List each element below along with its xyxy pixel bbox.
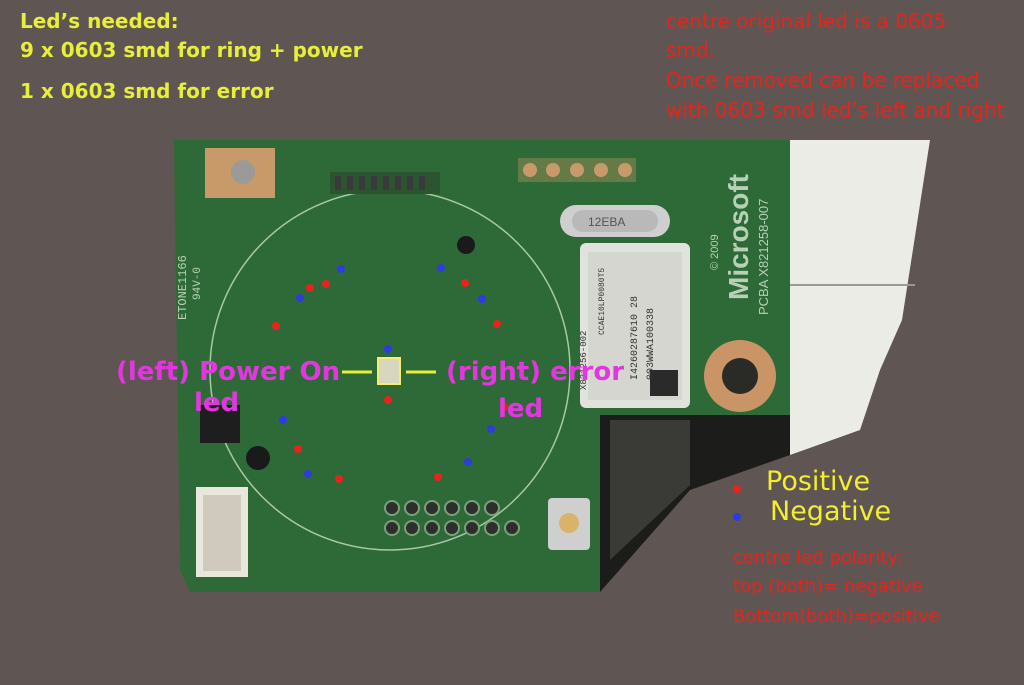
header-pins — [518, 158, 636, 182]
positive-dot — [461, 279, 469, 287]
centre-led — [377, 357, 401, 385]
polarity-title: centre led polarity: — [733, 547, 903, 568]
note-line2: smd. — [666, 38, 715, 62]
negative-dot — [487, 425, 495, 433]
legend-positive-dot — [733, 485, 741, 493]
note-line4: with 0603 smd led’s left and right — [666, 98, 1005, 122]
negative-dot — [279, 416, 287, 424]
legend-positive: Positive — [766, 466, 871, 497]
positive-dot — [500, 403, 508, 411]
label-serial: I4260287610 28 — [630, 296, 641, 380]
positive-dot — [322, 280, 330, 288]
error-label: (right) error — [446, 357, 625, 387]
negative-dot — [464, 458, 472, 466]
silk-left2: 94V-0 — [192, 267, 204, 300]
board-part: PCBA X821258-007 — [756, 199, 771, 315]
negative-dot — [384, 345, 392, 353]
leds-needed-title: Led’s needed: — [20, 9, 179, 33]
leds-needed-line2: 1 x 0603 smd for error — [20, 79, 274, 103]
leds-needed-line1: 9 x 0603 smd for ring + power — [20, 38, 363, 62]
board-copyright: © 2009 — [709, 234, 721, 270]
polarity-bottom: Bottom(both)=positive — [733, 606, 940, 627]
label-side2: CCAE10LP0080T5 — [598, 268, 607, 335]
ic-chip — [200, 405, 240, 443]
negative-dot — [296, 294, 304, 302]
power-on-label: (left) Power On — [116, 357, 341, 387]
label-code: 003WWA100338 — [646, 308, 657, 380]
error-label-2: led — [498, 394, 544, 424]
negative-dot — [304, 470, 312, 478]
positive-dot — [493, 320, 501, 328]
negative-dot — [337, 265, 345, 273]
crystal-text: 12EBA — [588, 215, 625, 229]
label-side: X821256-002 — [579, 331, 589, 390]
board-brand: Microsoft — [723, 174, 754, 300]
positive-dot — [294, 445, 302, 453]
legend-negative-dot — [733, 513, 741, 521]
positive-dot — [272, 322, 280, 330]
positive-dot — [384, 396, 392, 404]
negative-dot — [478, 295, 486, 303]
negative-dot — [437, 264, 445, 272]
power-on-label-2: led — [194, 388, 240, 418]
positive-dot — [335, 475, 343, 483]
silk-left: ETONE1166 — [176, 255, 190, 320]
polarity-top: top (both)= negative — [733, 576, 923, 597]
note-line1: centre original led is a 0605 — [666, 9, 947, 33]
note-line3: Once removed can be replaced — [666, 68, 980, 92]
positive-dot — [306, 284, 314, 292]
positive-dot — [434, 473, 442, 481]
white-tab-plate — [790, 140, 930, 455]
legend-negative: Negative — [770, 496, 892, 527]
